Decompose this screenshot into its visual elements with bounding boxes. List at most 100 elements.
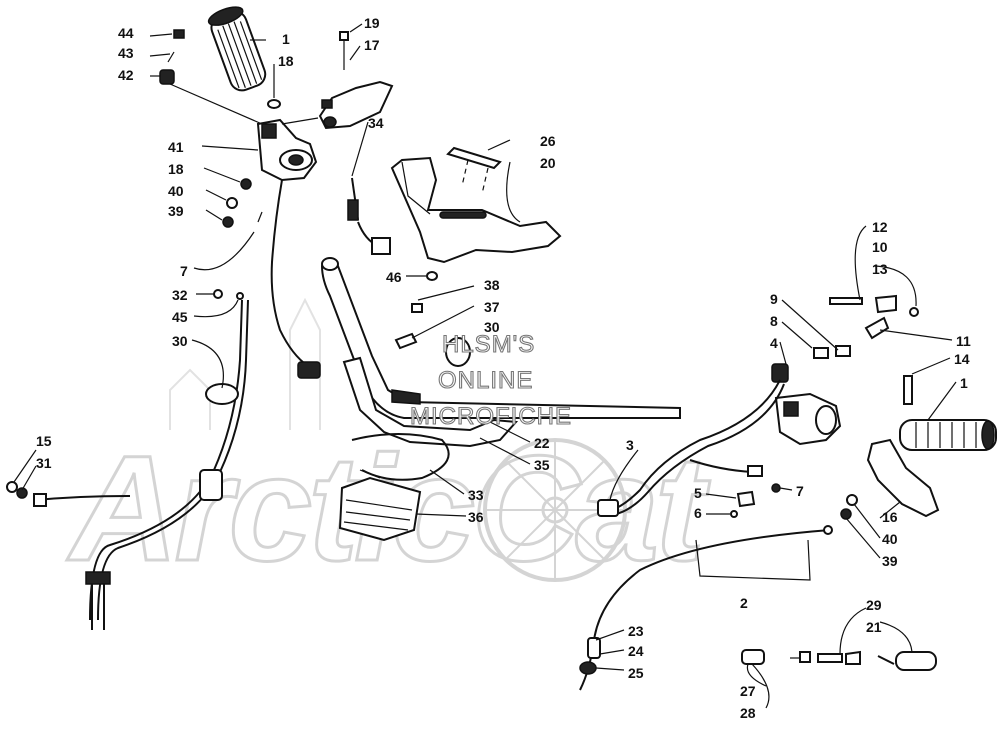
ring-30-left <box>205 383 239 405</box>
callout-2: 2 <box>740 595 748 611</box>
callout-21: 21 <box>866 619 882 635</box>
screw-44 <box>173 29 185 39</box>
watermark-line-1: HLSM'S <box>442 331 535 358</box>
callout-38: 38 <box>484 277 500 293</box>
ring-30-top <box>445 337 471 367</box>
screw-7-right <box>771 483 781 493</box>
callout-39-right: 39 <box>882 553 898 569</box>
callout-15: 15 <box>36 433 52 449</box>
washer-18-top <box>267 99 281 109</box>
callout-3: 3 <box>626 437 634 453</box>
callout-40-left: 40 <box>168 183 184 199</box>
callout-46: 46 <box>386 269 402 285</box>
callout-17: 17 <box>364 37 380 53</box>
cable-end-32 <box>213 289 223 299</box>
callout-30-left: 30 <box>172 333 188 349</box>
lever-pin-11 <box>864 316 890 340</box>
callout-32: 32 <box>172 287 188 303</box>
callout-20: 20 <box>540 155 556 171</box>
bolt-14 <box>903 375 913 405</box>
callout-25: 25 <box>628 665 644 681</box>
watermark-text: HLSM'S ONLINE MICROFICHE <box>409 330 572 430</box>
callout-7-left: 7 <box>180 263 188 279</box>
callout-31: 31 <box>36 455 52 471</box>
pad-36 <box>338 476 422 542</box>
callout-18-left: 18 <box>168 161 184 177</box>
throttle-cable-left <box>33 179 321 630</box>
block-8 <box>813 347 829 359</box>
callout-24: 24 <box>628 643 644 659</box>
washer-15 <box>6 481 18 493</box>
wire-harness-34 <box>347 177 391 255</box>
callout-36: 36 <box>468 509 484 525</box>
callout-19: 19 <box>364 15 380 31</box>
brake-housing <box>771 363 842 446</box>
nut-13 <box>909 307 919 317</box>
callout-29: 29 <box>866 597 882 613</box>
handlebar <box>320 257 681 419</box>
callout-34: 34 <box>368 115 384 131</box>
washer-40-left <box>226 197 238 209</box>
clamp-37 <box>394 332 418 350</box>
callout-41: 41 <box>168 139 184 155</box>
callout-12: 12 <box>872 219 888 235</box>
plate-5 <box>736 490 756 508</box>
callout-45: 45 <box>172 309 188 325</box>
screw-6 <box>730 510 738 518</box>
callout-11: 11 <box>956 333 971 349</box>
callout-labels: 44 43 42 1 18 19 17 34 41 18 40 39 26 20… <box>36 15 971 721</box>
callout-44: 44 <box>118 25 134 41</box>
washer-46 <box>426 271 438 281</box>
throttle-housing <box>256 118 318 182</box>
leader-lines <box>13 23 957 709</box>
callout-26: 26 <box>540 133 556 149</box>
callout-4: 4 <box>770 335 778 351</box>
callout-9: 9 <box>770 291 778 307</box>
hood-mount-20 <box>390 156 562 264</box>
callout-1-right: 1 <box>960 375 968 391</box>
callout-42: 42 <box>118 67 134 83</box>
right-grip <box>899 419 997 451</box>
watermark-line-2: ONLINE <box>438 367 533 394</box>
callout-30-top: 30 <box>484 319 500 335</box>
watermark-line-3: MICROFICHE <box>410 403 572 430</box>
callout-28: 28 <box>740 705 756 721</box>
callout-22: 22 <box>534 435 550 451</box>
throttle-bracket <box>318 80 394 130</box>
callout-37: 37 <box>484 299 500 315</box>
strap-33 <box>351 433 450 481</box>
bolt-38 <box>411 303 423 313</box>
nut-31 <box>16 487 28 499</box>
callout-13: 13 <box>872 261 888 277</box>
callout-43: 43 <box>118 45 134 61</box>
callout-10: 10 <box>872 239 888 255</box>
washer-18-left <box>240 178 252 190</box>
callout-27: 27 <box>740 683 756 699</box>
brake-lever-16 <box>866 438 940 518</box>
kill-switch-parts <box>741 649 937 671</box>
bolt-12 <box>829 297 863 305</box>
callout-35: 35 <box>534 457 550 473</box>
callout-40-right: 40 <box>882 531 898 547</box>
callout-6: 6 <box>694 505 702 521</box>
callout-18-top: 18 <box>278 53 294 69</box>
callout-5: 5 <box>694 485 702 501</box>
nut-42 <box>159 69 175 85</box>
callout-8: 8 <box>770 313 778 329</box>
brake-cable <box>579 525 833 691</box>
block-9 <box>835 345 851 357</box>
bracket-26 <box>446 146 502 195</box>
handlebar-bracket-35 <box>342 356 519 448</box>
callout-1-left: 1 <box>282 31 290 47</box>
switch-wiring-3 <box>597 379 785 517</box>
screw-43 <box>167 51 175 63</box>
nut-39-left <box>222 216 234 228</box>
left-grip <box>207 6 267 92</box>
callout-23: 23 <box>628 623 644 639</box>
washer-40-right <box>846 494 858 506</box>
callout-14: 14 <box>954 351 970 367</box>
callout-39-left: 39 <box>168 203 184 219</box>
nut-39-right <box>840 508 852 520</box>
spacer-10 <box>874 294 897 314</box>
